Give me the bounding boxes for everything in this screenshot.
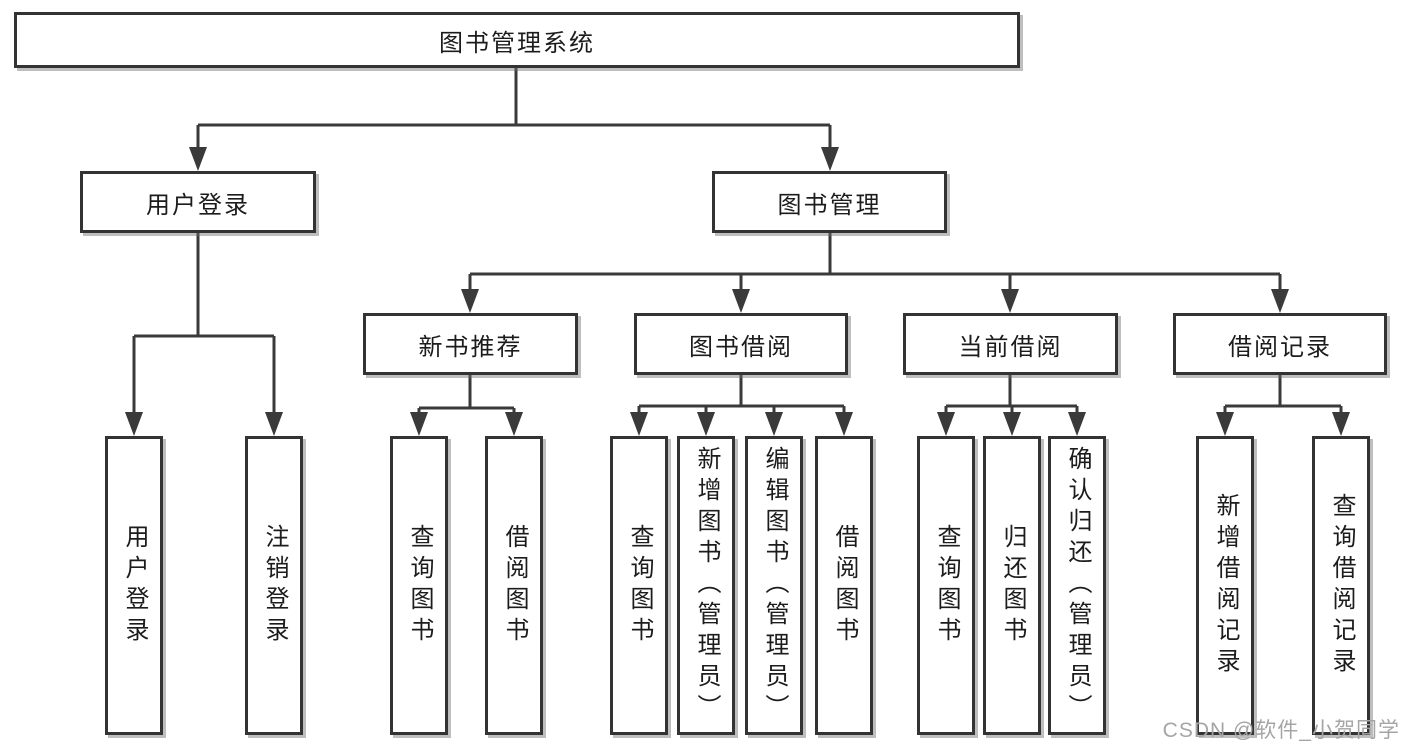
node-user-login: 用户登录 [80, 171, 316, 233]
node-label: 查询图书 [626, 523, 653, 648]
leaf-borrow-books: 借阅图书 [485, 436, 543, 735]
node-label: 借阅图书 [831, 523, 858, 648]
node-label: 借阅记录 [1228, 333, 1332, 361]
leaf-user-login: 用户登录 [105, 436, 163, 735]
node-label: 注销登录 [261, 523, 288, 648]
leaf-borrow-books-2: 借阅图书 [815, 436, 873, 735]
node-book-management: 图书管理 [712, 171, 947, 233]
leaf-query-books-borrow: 查询图书 [610, 436, 668, 735]
node-borrow-records: 借阅记录 [1173, 313, 1387, 375]
leaf-confirm-return-admin: 确认归还（管理员） [1048, 436, 1106, 735]
node-label: 归还图书 [999, 523, 1026, 648]
node-label: 新增借阅记录 [1212, 492, 1239, 679]
leaf-return-books: 归还图书 [983, 436, 1041, 735]
node-label: 编辑图书（管理员） [761, 446, 788, 725]
node-system-root: 图书管理系统 [14, 12, 1020, 68]
node-label: 确认归还（管理员） [1064, 446, 1091, 725]
node-label: 查询借阅记录 [1328, 492, 1355, 679]
node-label: 查询图书 [933, 523, 960, 648]
leaf-query-books: 查询图书 [390, 436, 448, 735]
node-label: 查询图书 [406, 523, 433, 648]
node-label: 图书管理 [777, 191, 882, 219]
node-new-book-recommend: 新书推荐 [363, 313, 578, 375]
node-label: 图书借阅 [689, 333, 793, 361]
node-book-borrow: 图书借阅 [634, 313, 848, 375]
node-current-borrow: 当前借阅 [903, 313, 1118, 375]
csdn-watermark: CSDN @软件_小贺同学 [1162, 719, 1400, 742]
node-label: 当前借阅 [958, 333, 1063, 361]
node-label: 借阅图书 [501, 523, 528, 648]
leaf-add-borrow-record: 新增借阅记录 [1196, 436, 1254, 735]
node-label: 图书管理系统 [439, 29, 595, 57]
leaf-query-borrow-record: 查询借阅记录 [1312, 436, 1370, 735]
leaf-add-book-admin: 新增图书（管理员） [677, 436, 735, 735]
node-label: 用户登录 [146, 191, 250, 219]
node-label: 新书推荐 [418, 333, 523, 361]
leaf-logout-login: 注销登录 [245, 436, 303, 735]
node-label: 用户登录 [121, 523, 148, 648]
leaf-edit-book-admin: 编辑图书（管理员） [745, 436, 803, 735]
leaf-query-books-current: 查询图书 [917, 436, 975, 735]
node-label: 新增图书（管理员） [693, 446, 720, 725]
